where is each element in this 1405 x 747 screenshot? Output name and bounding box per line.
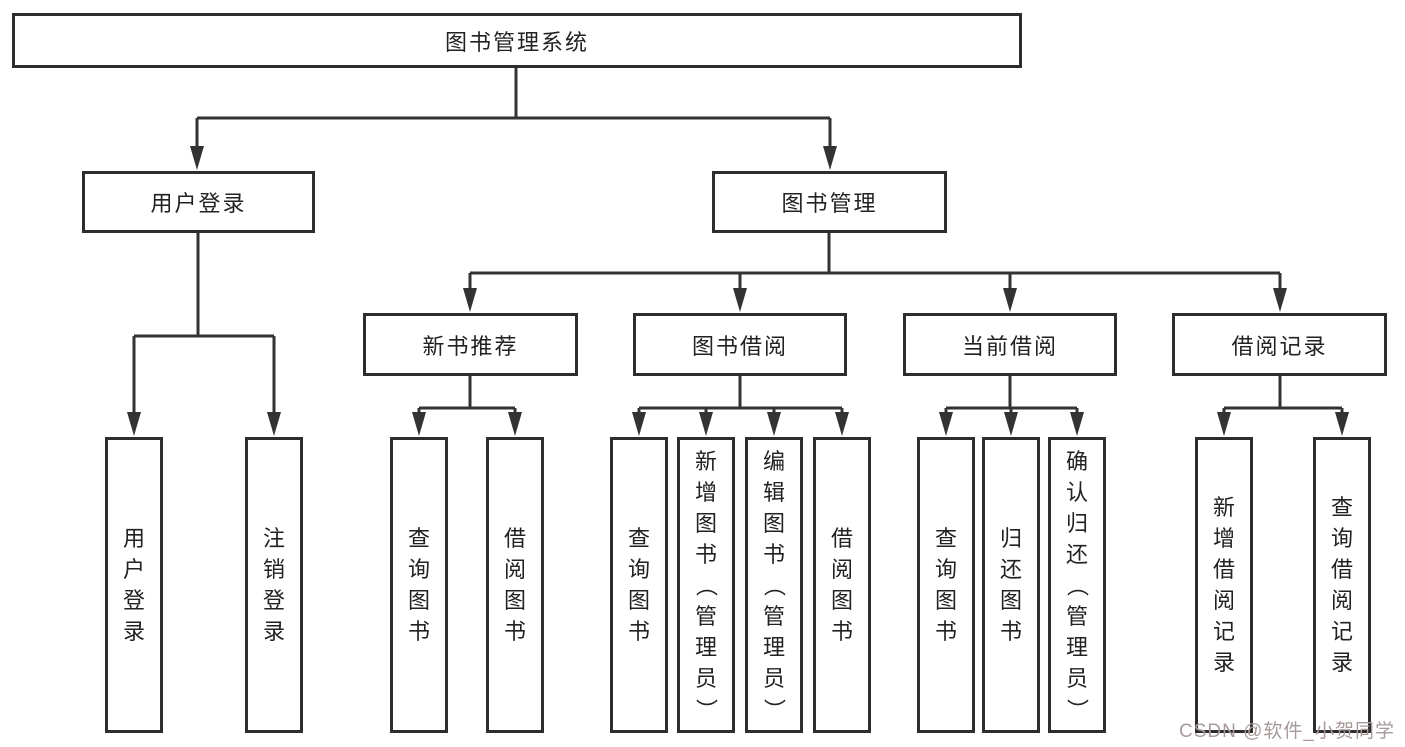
arrow-icon bbox=[1004, 412, 1018, 436]
leaf-query-books-1: 查询图书 bbox=[390, 437, 448, 733]
arrow-icon bbox=[767, 412, 781, 436]
leaf-query-borrow-record: 查询借阅记录 bbox=[1313, 437, 1371, 733]
leaf-query-books-2-label: 查询图书 bbox=[627, 526, 650, 644]
arrow-icon bbox=[1335, 412, 1349, 436]
leaf-add-borrow-record-label: 新增借阅记录 bbox=[1212, 495, 1235, 675]
arrow-icon bbox=[127, 412, 141, 436]
node-new-book-recommend: 新书推荐 bbox=[363, 313, 578, 376]
node-book-management-label: 图书管理 bbox=[781, 191, 878, 216]
node-user-login: 用户登录 bbox=[82, 171, 315, 233]
arrow-icon bbox=[1273, 288, 1287, 312]
arrow-icon bbox=[823, 146, 837, 170]
arrow-icon bbox=[508, 412, 522, 436]
leaf-query-books-3-label: 查询图书 bbox=[934, 526, 957, 644]
node-root: 图书管理系统 bbox=[12, 13, 1022, 68]
leaf-query-books-2: 查询图书 bbox=[610, 437, 668, 733]
leaf-query-books-1-label: 查询图书 bbox=[407, 526, 430, 644]
leaf-edit-books-admin-label: 编辑图书（管理员） bbox=[761, 448, 787, 721]
arrow-icon bbox=[1217, 412, 1231, 436]
arrow-icon bbox=[1003, 288, 1017, 312]
leaf-borrow-books-2-label: 借阅图书 bbox=[830, 526, 853, 644]
leaf-edit-books-admin: 编辑图书（管理员） bbox=[745, 437, 803, 733]
arrow-icon bbox=[939, 412, 953, 436]
arrow-icon bbox=[733, 288, 747, 312]
csdn-watermark: CSDN @软件_小贺同学 bbox=[1179, 721, 1395, 742]
arrow-icon bbox=[699, 412, 713, 436]
arrow-icon bbox=[632, 412, 646, 436]
leaf-confirm-return-admin: 确认归还（管理员） bbox=[1048, 437, 1106, 733]
node-book-borrow-label: 图书借阅 bbox=[691, 333, 788, 359]
arrow-icon bbox=[835, 412, 849, 436]
arrow-icon bbox=[463, 288, 477, 312]
node-current-borrow-label: 当前借阅 bbox=[961, 333, 1058, 359]
leaf-add-books-admin-label: 新增图书（管理员） bbox=[693, 448, 719, 721]
node-user-login-label: 用户登录 bbox=[150, 191, 247, 216]
arrow-icon bbox=[267, 412, 281, 436]
node-new-book-recommend-label: 新书推荐 bbox=[422, 333, 519, 359]
node-borrow-records: 借阅记录 bbox=[1172, 313, 1387, 376]
leaf-logout: 注销登录 bbox=[245, 437, 303, 733]
leaf-add-books-admin: 新增图书（管理员） bbox=[677, 437, 735, 733]
leaf-return-books: 归还图书 bbox=[982, 437, 1040, 733]
leaf-confirm-return-admin-label: 确认归还（管理员） bbox=[1064, 448, 1090, 721]
node-book-borrow: 图书借阅 bbox=[633, 313, 847, 376]
leaf-query-borrow-record-label: 查询借阅记录 bbox=[1330, 495, 1353, 675]
leaf-add-borrow-record: 新增借阅记录 bbox=[1195, 437, 1253, 733]
node-current-borrow: 当前借阅 bbox=[903, 313, 1117, 376]
leaf-borrow-books-1: 借阅图书 bbox=[486, 437, 544, 733]
leaf-user-login: 用户登录 bbox=[105, 437, 163, 733]
leaf-user-login-label: 用户登录 bbox=[122, 526, 145, 644]
leaf-logout-label: 注销登录 bbox=[262, 526, 285, 644]
leaf-return-books-label: 归还图书 bbox=[999, 526, 1022, 644]
leaf-borrow-books-1-label: 借阅图书 bbox=[503, 526, 526, 644]
node-borrow-records-label: 借阅记录 bbox=[1231, 333, 1328, 359]
arrow-icon bbox=[412, 412, 426, 436]
leaf-borrow-books-2: 借阅图书 bbox=[813, 437, 871, 733]
node-root-label: 图书管理系统 bbox=[444, 29, 589, 55]
arrow-icon bbox=[190, 146, 204, 170]
node-book-management: 图书管理 bbox=[712, 171, 947, 233]
leaf-query-books-3: 查询图书 bbox=[917, 437, 975, 733]
arrow-icon bbox=[1070, 412, 1084, 436]
